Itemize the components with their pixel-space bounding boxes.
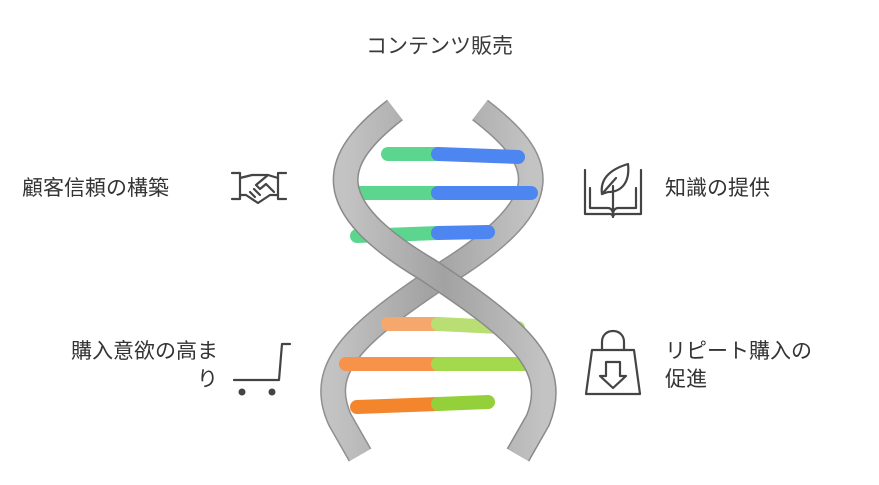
label-repeat-purchase-line2: 促進 [665,367,707,391]
rung-6-left [350,397,445,414]
label-customer-trust: 顧客信頼の構築 [22,176,169,200]
label-purchase-desire-line2: り [197,367,218,391]
label-repeat-purchase: リピート購入の 促進 [665,337,865,393]
label-repeat-purchase-line1: リピート購入の [665,339,812,363]
open-book-leaf-icon [582,158,644,220]
dna-helix [320,99,557,462]
diagram-title: コンテンツ販売 [366,34,513,58]
shopping-cart-icon [228,340,292,400]
handshake-icon [228,168,290,208]
label-purchase-desire-line1: 購入意欲の高ま [71,339,218,363]
label-purchase-desire: 購入意欲の高ま り [22,337,218,393]
shopping-bag-download-icon [582,328,644,400]
rung-3-right [431,225,495,240]
label-knowledge-provision: 知識の提供 [665,176,770,200]
rung-1-right [431,147,525,164]
rung-6-right [431,395,495,411]
